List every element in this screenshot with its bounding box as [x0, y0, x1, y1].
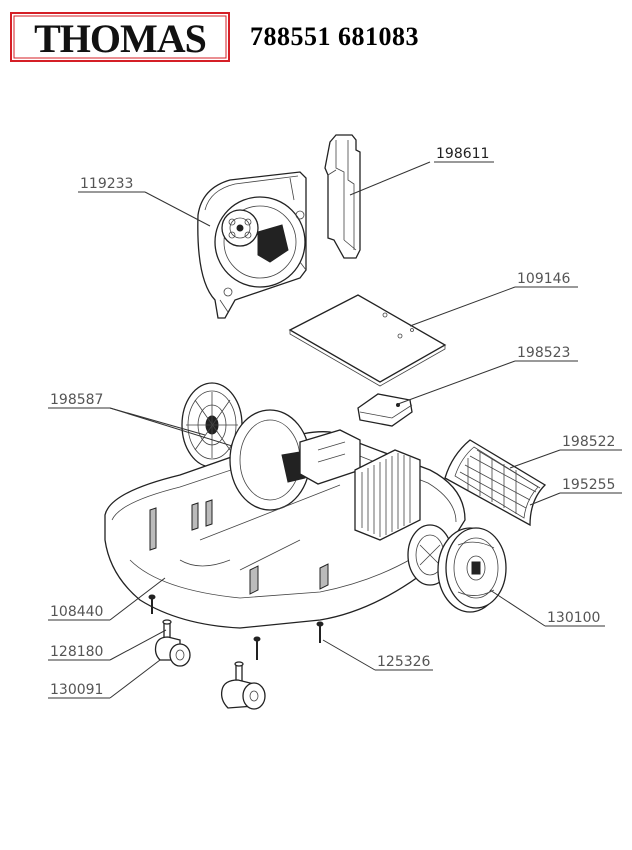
leader-130100 [489, 589, 546, 627]
part-bracket-198611 [324, 134, 361, 259]
part-screw-left [148, 594, 156, 614]
label-119233: 119233 [80, 176, 133, 192]
leader-128180 [109, 629, 167, 661]
thomas-logo: THOMAS [10, 12, 230, 62]
leader-195255 [529, 492, 561, 506]
part-base-108440 [104, 409, 466, 629]
part-plate-109146 [288, 294, 447, 387]
leader-109146 [409, 286, 516, 327]
label-108440: 108440 [50, 604, 103, 620]
part-cover-198523 [357, 393, 413, 427]
part-castor-front [220, 661, 266, 710]
leader-130091 [109, 659, 161, 699]
label-198523: 198523 [517, 345, 570, 361]
label-130091: 130091 [50, 682, 103, 698]
label-198522: 198522 [562, 434, 615, 450]
leader-198523 [397, 360, 516, 405]
leader-125326 [322, 639, 376, 671]
part-motor-housing-119233 [197, 171, 307, 319]
part-castor-130091 [154, 619, 191, 667]
label-198611: 198611 [436, 146, 489, 162]
label-198587: 198587 [50, 392, 103, 408]
label-125326: 125326 [377, 654, 431, 670]
label-128180: 128180 [50, 644, 103, 660]
label-109146: 109146 [517, 271, 571, 287]
brand-wordmark: THOMAS [34, 16, 206, 61]
leader-119233 [144, 191, 211, 227]
model-numbers: 788551 681083 [250, 22, 419, 51]
part-wheel-disc-198587 [181, 382, 243, 468]
part-wheel-130100 [437, 527, 507, 613]
part-screw-center [253, 636, 261, 660]
part-screw-125326 [316, 621, 324, 643]
leader-108440 [109, 577, 166, 621]
label-130100: 130100 [547, 610, 600, 626]
label-195255: 195255 [562, 477, 615, 493]
leader-198522 [509, 449, 561, 469]
leader-198611 [349, 161, 431, 196]
part-grille-198522 [444, 439, 547, 527]
